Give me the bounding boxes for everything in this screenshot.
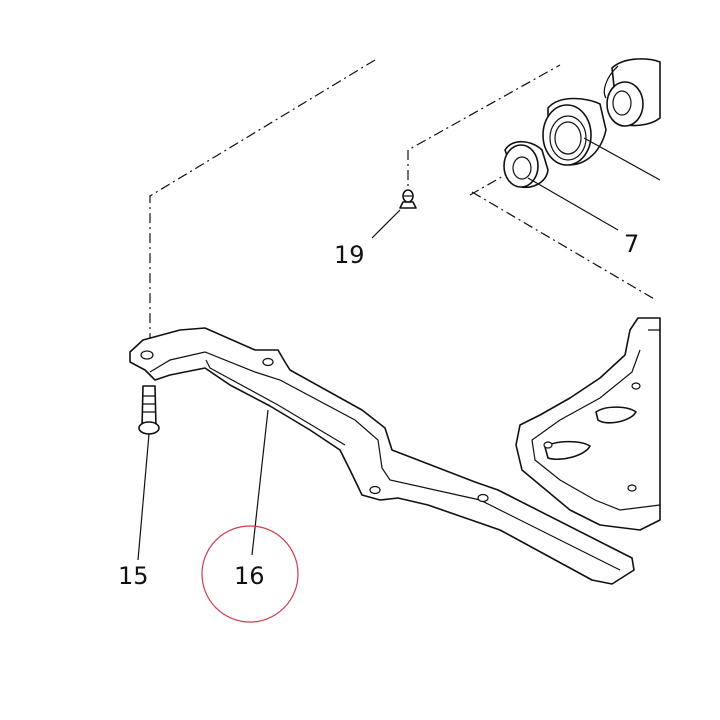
small-screw-part	[399, 189, 417, 209]
cover-plate-part	[129, 327, 635, 585]
leader-lines	[137, 137, 661, 561]
callout-7: 7	[624, 230, 639, 258]
callout-19: 19	[334, 241, 365, 269]
callout-16: 16	[234, 562, 265, 590]
base-frame-part	[515, 317, 661, 531]
long-bolt-part	[138, 385, 160, 435]
shaft-assembly	[603, 58, 661, 127]
highlight-circle	[201, 525, 299, 623]
callout-15: 15	[118, 562, 149, 590]
seal-ring-part	[503, 140, 549, 188]
bearing-part	[542, 97, 607, 166]
